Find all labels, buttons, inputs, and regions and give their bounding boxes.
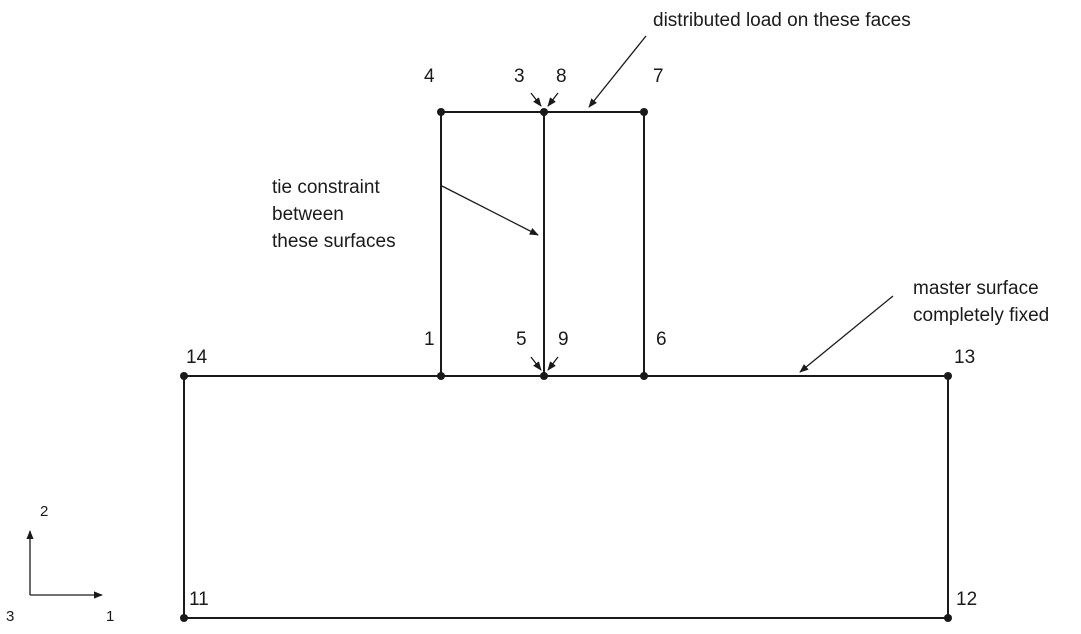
- node-label-4: 4: [424, 66, 435, 87]
- node-1: [437, 372, 445, 380]
- node-5-9: [540, 372, 548, 380]
- node-11: [180, 614, 188, 622]
- master-surface-leader: [799, 295, 894, 373]
- annotation-tie-line3: these surfaces: [272, 231, 396, 252]
- axis-label-1: 1: [106, 608, 114, 625]
- node-label-3: 3: [514, 66, 525, 87]
- node-label-8: 8: [556, 66, 567, 87]
- node-label-13: 13: [954, 347, 975, 368]
- axis-label-2: 2: [40, 503, 48, 520]
- tie-constraint-leader: [441, 185, 539, 236]
- annotation-tie-line1: tie constraint: [272, 177, 380, 198]
- annotation-tie-line2: between: [272, 204, 344, 225]
- node-label-1: 1: [424, 329, 435, 350]
- node-label-9: 9: [558, 329, 569, 350]
- arrow-node-9: [547, 356, 559, 371]
- node-4: [437, 108, 445, 116]
- base-block: [183, 375, 949, 619]
- arrow-node-3: [530, 92, 542, 107]
- coordinate-triad: 2 1 3: [6, 503, 114, 625]
- arrow-node-5: [530, 356, 542, 371]
- arrow-node-8: [547, 92, 559, 107]
- distributed-load-leader: [588, 35, 647, 108]
- node-label-14: 14: [186, 347, 208, 368]
- annotation-distributed-load: distributed load on these faces: [653, 10, 911, 31]
- node-6: [640, 372, 648, 380]
- annotation-master-line1: master surface: [913, 278, 1039, 299]
- node-label-12: 12: [956, 589, 977, 610]
- upper-left-block: [440, 111, 545, 377]
- nodes: [180, 108, 952, 622]
- node-label-5: 5: [516, 329, 527, 350]
- node-label-6: 6: [656, 329, 667, 350]
- node-14: [180, 372, 188, 380]
- upper-right-block: [543, 111, 645, 377]
- node-7: [640, 108, 648, 116]
- node-label-11: 11: [189, 589, 209, 610]
- node-12: [944, 614, 952, 622]
- node-3-8: [540, 108, 548, 116]
- annotation-master-line2: completely fixed: [913, 305, 1049, 326]
- node-13: [944, 372, 952, 380]
- axis-label-3: 3: [6, 608, 14, 625]
- node-label-7: 7: [653, 66, 664, 87]
